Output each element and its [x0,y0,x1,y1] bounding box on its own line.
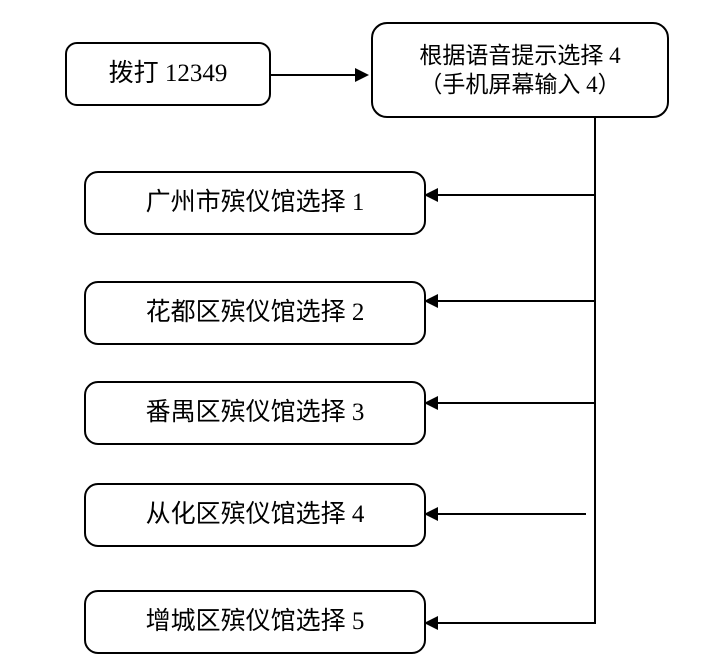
connector-branch-4 [438,513,586,515]
node-option-5-label: 增城区殡仪馆选择 5 [145,608,365,635]
node-option-2[interactable]: 花都区殡仪馆选择 2 [84,281,426,345]
connector-start-to-prompt [271,74,355,76]
connector-branch-2 [438,300,596,302]
node-dial-12349-label: 拨打 12349 [108,60,228,87]
arrow-left-icon [424,616,438,630]
connector-branch-3 [438,402,596,404]
node-option-2-label: 花都区殡仪馆选择 2 [145,299,365,326]
connector-branch-5 [438,622,596,624]
node-option-3-label: 番禺区殡仪馆选择 3 [145,399,365,426]
arrow-left-icon [424,396,438,410]
node-voice-prompt-select-4[interactable]: 根据语音提示选择 4 （手机屏幕输入 4） [371,22,669,118]
arrow-left-icon [424,294,438,308]
node-option-5[interactable]: 增城区殡仪馆选择 5 [84,590,426,654]
node-option-4-label: 从化区殡仪馆选择 4 [145,501,365,528]
node-voice-prompt-select-4-label: 根据语音提示选择 4 （手机屏幕输入 4） [419,42,621,97]
node-option-3[interactable]: 番禺区殡仪馆选择 3 [84,381,426,445]
arrow-left-icon [424,188,438,202]
arrow-right-icon [355,68,369,82]
node-dial-12349[interactable]: 拨打 12349 [65,42,271,106]
node-option-4[interactable]: 从化区殡仪馆选择 4 [84,483,426,547]
node-option-1-label: 广州市殡仪馆选择 1 [145,189,365,216]
arrow-left-icon [424,507,438,521]
node-option-1[interactable]: 广州市殡仪馆选择 1 [84,171,426,235]
connector-branch-1 [438,194,596,196]
connector-trunk-vertical [594,118,596,624]
